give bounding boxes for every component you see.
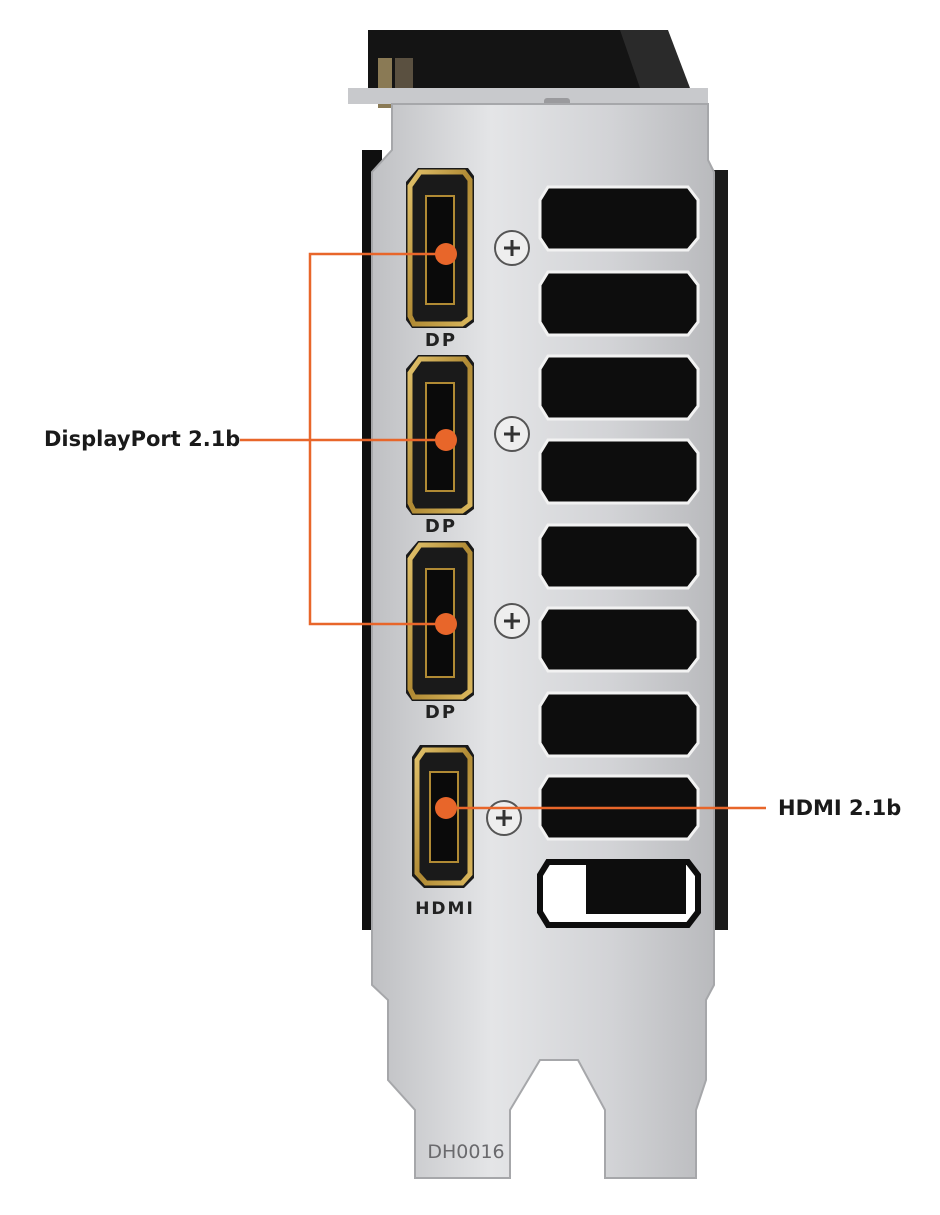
bracket-screws	[486, 230, 530, 836]
callout-dot	[435, 797, 457, 819]
screw-icon	[486, 800, 522, 836]
vent-slot	[538, 691, 700, 758]
callout-lines	[240, 252, 766, 810]
displayport-callout-label: DisplayPort 2.1b	[44, 427, 241, 451]
dp-port-label: DP	[425, 330, 457, 351]
vent-slot	[538, 606, 700, 673]
screw-icon	[494, 230, 530, 266]
vent-slot	[538, 185, 700, 252]
callout-dot	[435, 429, 457, 451]
callout-dots	[435, 243, 457, 819]
dp-port-label: DP	[425, 702, 457, 723]
dp-port-label: DP	[425, 516, 457, 537]
callout-dot	[435, 243, 457, 265]
vent-slot	[538, 438, 700, 505]
bracket-marking: DH0016	[427, 1141, 504, 1163]
vent-slot	[538, 523, 700, 590]
vent-slot	[538, 354, 700, 421]
callout-dot	[435, 613, 457, 635]
screw-icon	[494, 416, 530, 452]
screw-icon	[494, 603, 530, 639]
hdmi-callout-label: HDMI 2.1b	[778, 796, 902, 820]
vent-slots	[537, 185, 701, 928]
vent-slot	[538, 270, 700, 337]
hdmi-port-label: HDMI	[415, 899, 475, 919]
